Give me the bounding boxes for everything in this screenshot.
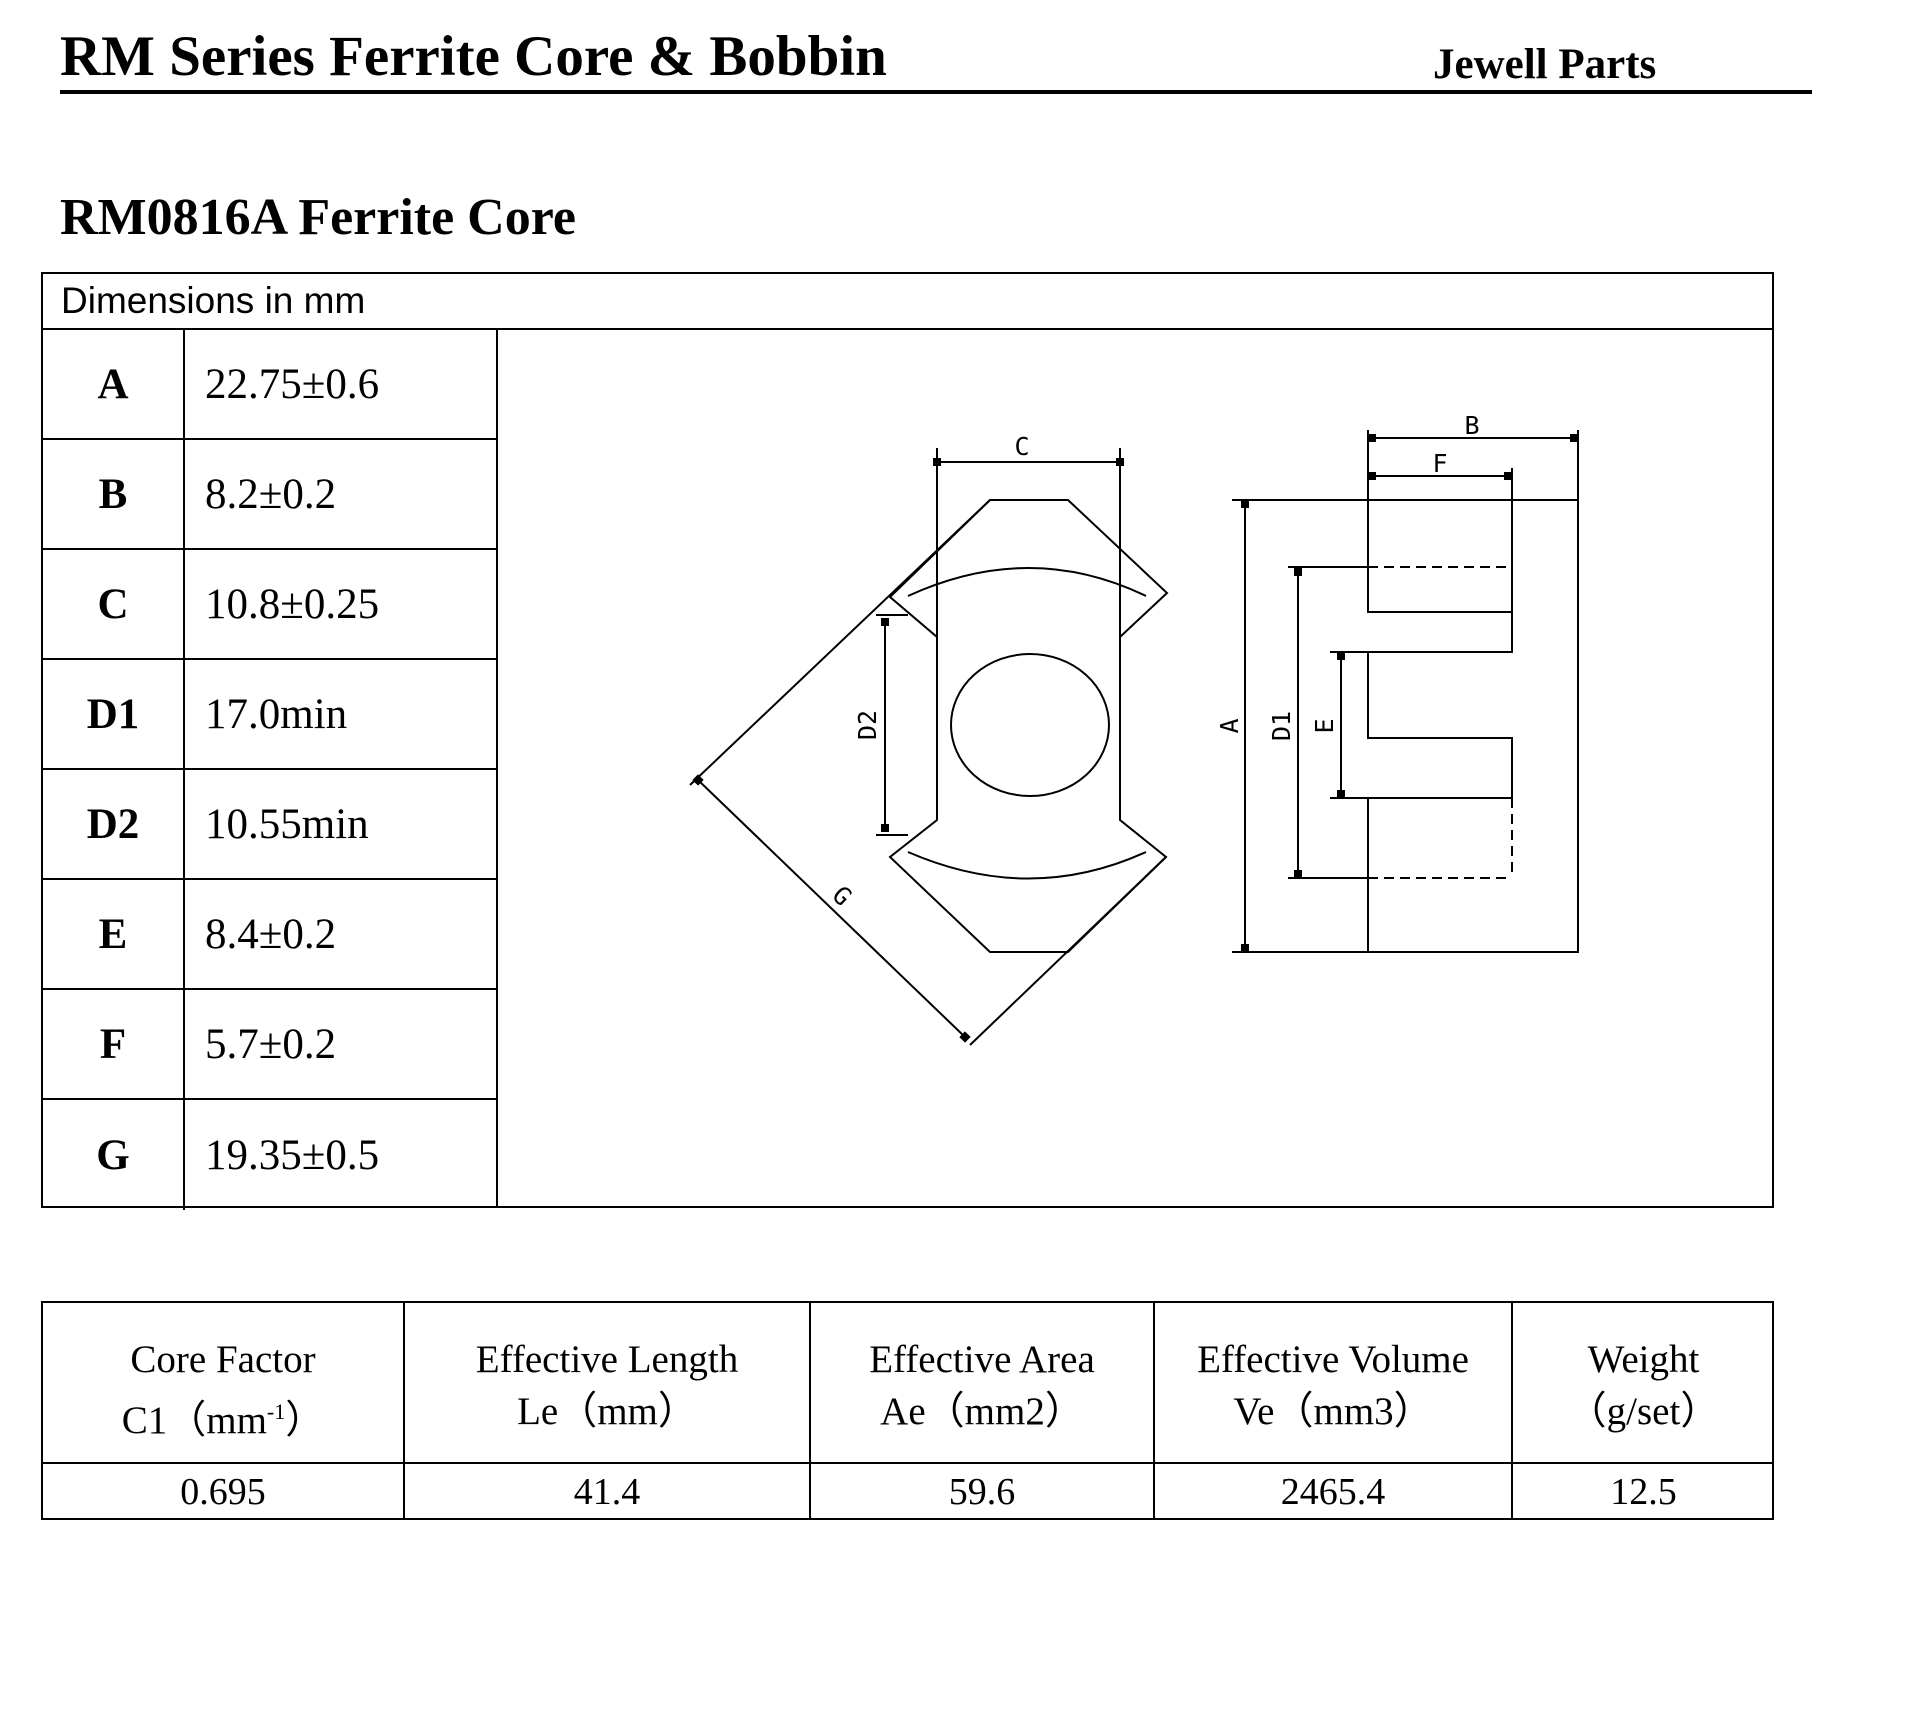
dimension-value: 8.2±0.2	[205, 470, 337, 518]
upper-window-arc	[907, 567, 1147, 597]
g-extension-line	[969, 856, 1167, 1046]
dim-c: C	[933, 432, 1124, 466]
dimension-key: B	[43, 440, 185, 548]
property-header: Effective Area Ae（mm2）	[811, 1303, 1153, 1464]
dimension-key: C	[43, 550, 185, 658]
property-name: Core Factor	[130, 1338, 316, 1381]
core-top-view	[689, 455, 1169, 1046]
section-title: RM0816A Ferrite Core	[60, 189, 576, 246]
property-name: Weight	[1587, 1338, 1700, 1381]
property-column-effective-area: Effective Area Ae（mm2） 59.6	[811, 1303, 1155, 1518]
dim-a-label: A	[1215, 718, 1244, 733]
dim-d2-label: D2	[853, 710, 882, 740]
lower-window-arc	[907, 851, 1147, 880]
dimension-row: D2 10.55min	[43, 770, 496, 880]
dimensions-caption-text: Dimensions in mm	[61, 280, 366, 321]
property-unit: Le（mm）	[517, 1390, 697, 1433]
property-value: 41.4	[573, 1471, 641, 1513]
dimension-key: D1	[43, 660, 185, 768]
dimension-key: E	[43, 880, 185, 988]
property-name: Effective Volume	[1197, 1338, 1469, 1381]
document-title: RM Series Ferrite Core & Bobbin	[60, 25, 887, 88]
dimension-value: 8.4±0.2	[205, 910, 337, 958]
dim-c-label: C	[1014, 432, 1029, 461]
dimension-row: A 22.75±0.6	[43, 330, 496, 440]
dim-b: B	[1367, 411, 1579, 500]
dimension-row: B 8.2±0.2	[43, 440, 496, 550]
property-name: Effective Area	[869, 1338, 1095, 1381]
property-unit: Ve（mm3）	[1233, 1390, 1433, 1433]
dimension-value: 17.0min	[205, 690, 348, 738]
document-header: RM Series Ferrite Core & Bobbin Jewell P…	[60, 18, 1812, 94]
dimension-row: C 10.8±0.25	[43, 550, 496, 660]
property-unit: C1（mm-1）	[121, 1399, 325, 1442]
dim-a: A	[1215, 499, 1368, 953]
dim-f: F	[1368, 449, 1513, 500]
dimensions-panel: Dimensions in mm A 22.75±0.6 B 8.2±0.2 C…	[41, 272, 1774, 1210]
property-column-weight: Weight （g/set） 12.5	[1513, 1303, 1774, 1518]
property-value: 0.695	[180, 1471, 266, 1513]
dimension-value: 10.55min	[205, 800, 369, 848]
dim-e-label: E	[1310, 718, 1339, 733]
dim-g: G	[692, 774, 971, 1043]
dimension-value: 5.7±0.2	[205, 1020, 337, 1068]
property-unit: （g/set）	[1567, 1390, 1720, 1433]
property-column-effective-volume: Effective Volume Ve（mm3） 2465.4	[1155, 1303, 1513, 1518]
dimension-key: D2	[43, 770, 185, 878]
center-post	[950, 653, 1110, 797]
g-extension-line	[689, 499, 991, 786]
property-column-effective-length: Effective Length Le（mm） 41.4	[405, 1303, 811, 1518]
property-header: Effective Volume Ve（mm3）	[1155, 1303, 1511, 1464]
core-side-view	[1367, 499, 1579, 953]
property-unit: Ae（mm2）	[880, 1390, 1084, 1433]
dimension-value: 19.35±0.5	[205, 1131, 380, 1179]
dimension-row: G 19.35±0.5	[43, 1100, 496, 1210]
brand-name: Jewell Parts	[1433, 41, 1657, 88]
dimension-row: F 5.7±0.2	[43, 990, 496, 1100]
property-value: 12.5	[1610, 1471, 1677, 1513]
property-header: Weight （g/set）	[1513, 1303, 1774, 1464]
property-header: Core Factor C1（mm-1）	[43, 1303, 403, 1464]
dim-b-label: B	[1464, 411, 1479, 440]
dim-d1-label: D1	[1267, 711, 1296, 741]
dim-d1: D1	[1267, 566, 1368, 879]
dimension-row: D1 17.0min	[43, 660, 496, 770]
dim-f-label: F	[1432, 449, 1447, 478]
property-header: Effective Length Le（mm）	[405, 1303, 809, 1464]
property-value: 59.6	[948, 1471, 1016, 1513]
dimension-value: 22.75±0.6	[205, 360, 380, 408]
dimension-row: E 8.4±0.2	[43, 880, 496, 990]
dimensions-table: A 22.75±0.6 B 8.2±0.2 C 10.8±0.25 D1 17.…	[43, 330, 498, 1210]
dim-g-line	[692, 774, 971, 1043]
properties-table: Core Factor C1（mm-1） 0.695 Effective Len…	[41, 1301, 1774, 1520]
property-column-core-factor: Core Factor C1（mm-1） 0.695	[43, 1303, 405, 1518]
dimension-value: 10.8±0.25	[205, 580, 380, 628]
dim-e: E	[1310, 651, 1368, 799]
dim-d2: D2	[853, 614, 908, 836]
dimension-key: F	[43, 990, 185, 1098]
dimensions-caption: Dimensions in mm	[43, 274, 1772, 330]
property-name: Effective Length	[475, 1338, 739, 1381]
dimension-key: G	[43, 1100, 185, 1210]
property-value: 2465.4	[1280, 1471, 1386, 1513]
dimension-key: A	[43, 330, 185, 438]
